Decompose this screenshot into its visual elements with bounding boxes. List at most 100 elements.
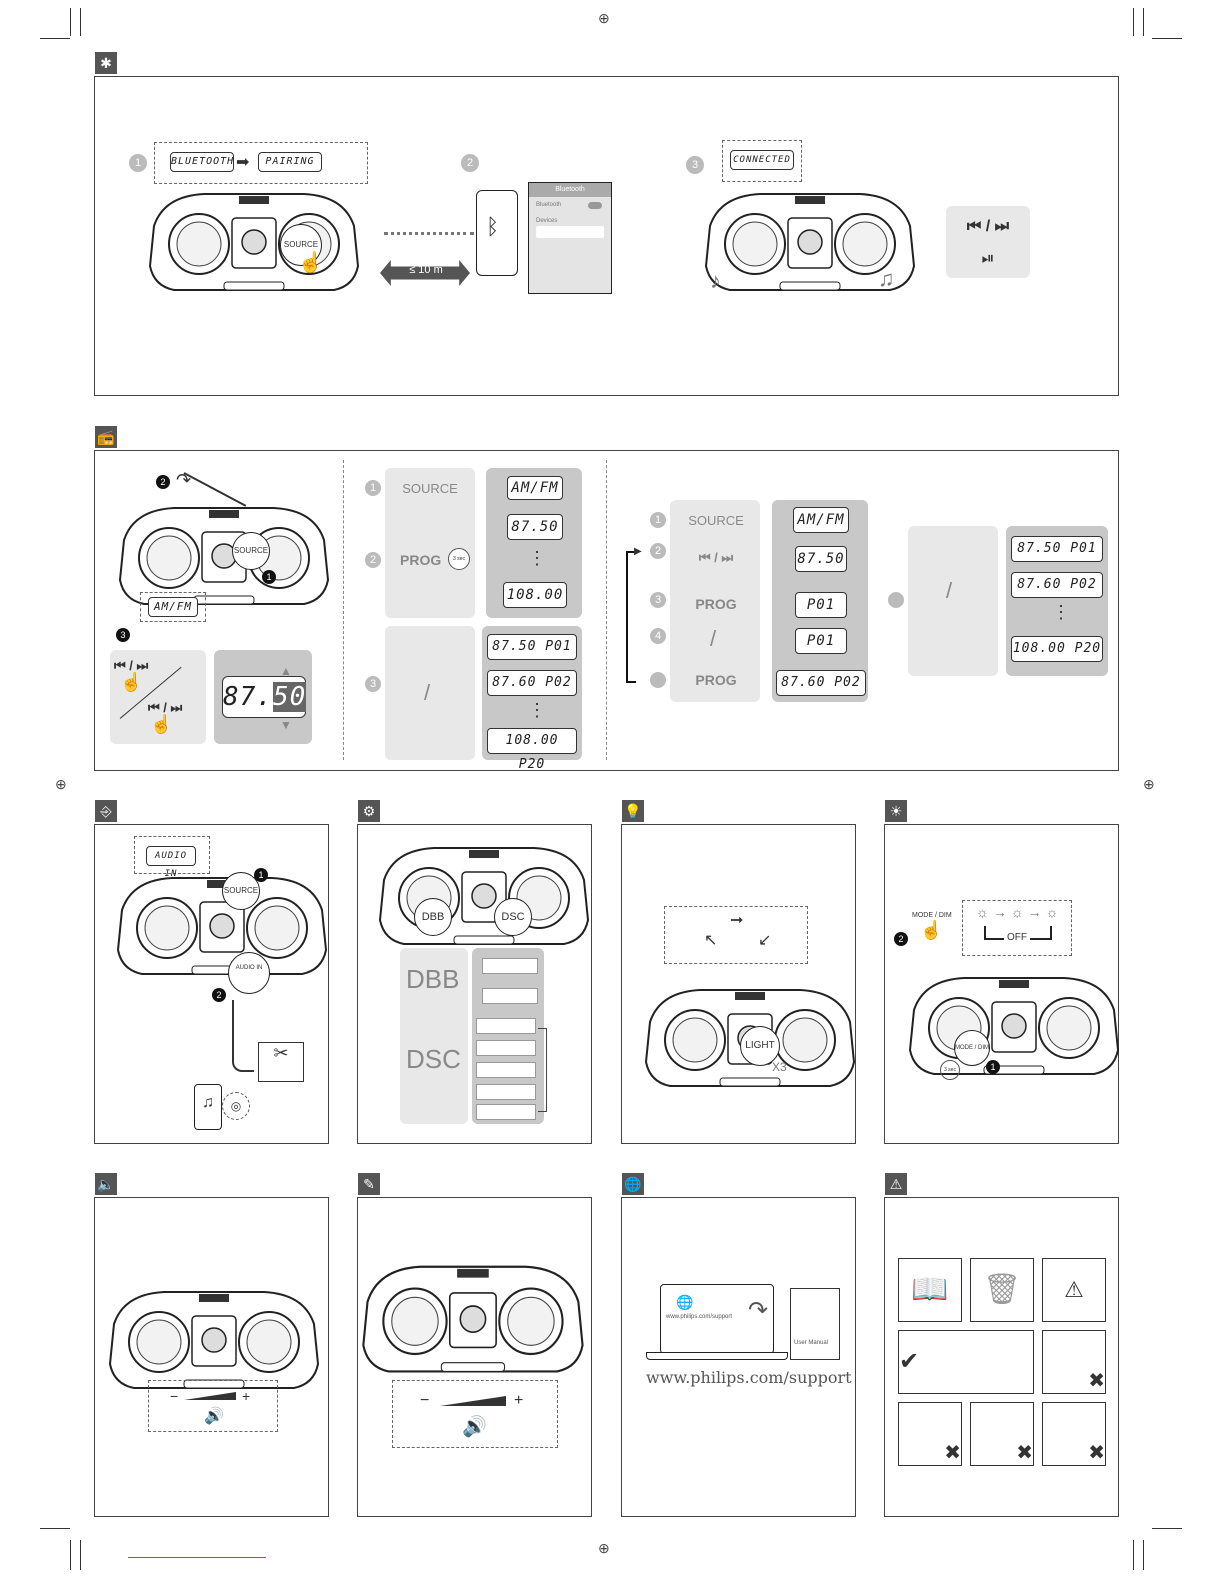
boombox-illustration (109, 1291, 319, 1389)
audio-in-jack[interactable]: AUDIO IN (228, 952, 270, 994)
support-url[interactable]: www.philips.com/support (646, 1368, 852, 1387)
light-panel (621, 824, 856, 1144)
radio-section-icon: 📻 (95, 426, 117, 448)
volume-plus: + (514, 1392, 524, 1409)
volume-section-icon: 🔈 (95, 1173, 117, 1195)
divider (606, 460, 607, 760)
lcd-audio-in: AUDIO IN (146, 846, 196, 879)
distance-label: ≤ 10 m (409, 264, 443, 276)
source-label[interactable]: SOURCE (688, 513, 744, 528)
volume-ramp (440, 1396, 506, 1406)
step-4-icon: 4 (650, 628, 666, 644)
lcd-pairing: PAIRING (258, 152, 322, 172)
cable-accessory-icon: ✂ (258, 1042, 304, 1082)
lcd-freq-end: 108.00 (503, 582, 567, 608)
source-button[interactable]: SOURCE (222, 872, 260, 910)
ellipsis: ⋮ (528, 548, 546, 568)
tune-buttons[interactable]: ⏮ / ⏭ (114, 658, 149, 673)
lcd-callout-box (134, 836, 210, 874)
read-manual-icon: 📖 (898, 1258, 962, 1322)
laptop-screen (660, 1284, 774, 1354)
crop-mark (70, 1540, 71, 1570)
prog-button[interactable]: PROG (400, 552, 442, 568)
tune-buttons-box (110, 650, 206, 744)
music-note-icon: ♫ (878, 266, 895, 291)
source-prog-box (385, 468, 475, 618)
lcd-preset-number: P01 (795, 592, 847, 618)
sound-settings-section-icon: ⚙ (358, 800, 380, 822)
headphone-jack-icon: ◎ (222, 1092, 250, 1120)
dsc-option-5[interactable] (476, 1104, 536, 1120)
source-button[interactable]: SOURCE (280, 224, 322, 266)
step-1-icon: 1 (129, 154, 147, 172)
source-button[interactable]: SOURCE (232, 532, 270, 570)
playback-controls-box (946, 206, 1030, 278)
crop-mark (70, 8, 71, 36)
globe-icon: 🌐 (676, 1294, 694, 1310)
lcd-callout-box (722, 140, 802, 182)
clean-dry-cloth-icon: ✔ (898, 1330, 1034, 1394)
dsc-option-4[interactable] (476, 1084, 536, 1100)
link-underline (128, 1557, 266, 1558)
light-button[interactable]: LIGHT (740, 1026, 780, 1066)
ellipsis: ⋮ (1052, 602, 1070, 622)
dbb-button[interactable]: DBB (414, 898, 452, 936)
skip-buttons-label[interactable]: ⏮ / ⏭ (966, 218, 1010, 235)
step-1-icon: 1 (365, 480, 381, 496)
ellipsis: ⋮ (528, 700, 546, 720)
bluetooth-section-icon: ✱ (95, 52, 117, 74)
crop-mark (1133, 8, 1134, 36)
crop-mark (80, 8, 81, 36)
volume-plus: + (242, 1388, 251, 1404)
step-1-icon: 1 (262, 570, 276, 584)
arrow-right-icon: ➡ (236, 154, 250, 171)
volume-minus: − (170, 1388, 179, 1404)
music-note-icon: ♪ (710, 268, 721, 293)
tune-buttons-hold[interactable]: ⏮ / ⏭ (148, 700, 183, 715)
divider (343, 460, 344, 760)
phone-settings-screen (528, 182, 612, 294)
device-list-item[interactable] (536, 226, 604, 238)
prog-button[interactable]: PROG (695, 672, 737, 688)
lcd-band: AM/FM (507, 476, 563, 500)
lcd-frequency: 87.50 (222, 676, 307, 718)
dbb-option-off[interactable] (482, 988, 538, 1004)
registration-mark: ⊕ (598, 10, 610, 26)
lcd-freq-tune: 87.50 (795, 546, 847, 572)
no-trash-icon: 🗑 (970, 1258, 1034, 1322)
support-section-icon: 🌐 (622, 1173, 644, 1195)
volume-ramp (184, 1392, 236, 1400)
hold-timer-icon: 3 sec (940, 1060, 960, 1080)
off-label: OFF (1004, 932, 1030, 943)
devices-label: Devices (536, 218, 558, 224)
arrow-right-icon: ▶ (634, 546, 642, 557)
manual-program-buttons-box (670, 500, 760, 702)
step-2-icon: 2 (461, 154, 479, 172)
audio-cable (232, 1000, 254, 1072)
freq-main: 87. (223, 682, 273, 712)
lcd-bluetooth: BLUETOOTH (170, 152, 234, 172)
crop-mark (80, 1540, 81, 1570)
mode-dim-button[interactable]: MODE / DIM (954, 1030, 990, 1066)
tune-buttons[interactable]: ⏮ / ⏭ (698, 550, 734, 565)
audio-in-section-icon: ⎆ (95, 800, 117, 822)
light-mode-cycle-box (664, 906, 808, 964)
bluetooth-icon: ᛒ (486, 214, 500, 239)
play-pause-button[interactable]: ⏯ (981, 250, 995, 267)
dbb-option-on[interactable] (482, 958, 538, 974)
dsc-option-1[interactable] (476, 1018, 536, 1034)
dsc-option-2[interactable] (476, 1040, 536, 1056)
step-3-icon: 3 (116, 628, 130, 642)
lcd-callout-box (154, 142, 368, 184)
repeat-loop-bracket (626, 551, 636, 683)
volume-callout-box (392, 1380, 558, 1448)
lcd-preset-1: 87.50 P01 (1011, 536, 1103, 562)
prog-button[interactable]: PROG (695, 596, 737, 612)
dsc-option-3[interactable] (476, 1062, 536, 1078)
dsc-button[interactable]: DSC (494, 898, 532, 936)
source-label[interactable]: SOURCE (402, 481, 458, 496)
lcd-preset-2: 87.60 P02 (487, 670, 577, 696)
cycle-bracket (538, 1028, 547, 1112)
step-1-icon: 1 (986, 1060, 1000, 1074)
bluetooth-toggle[interactable] (588, 202, 602, 209)
